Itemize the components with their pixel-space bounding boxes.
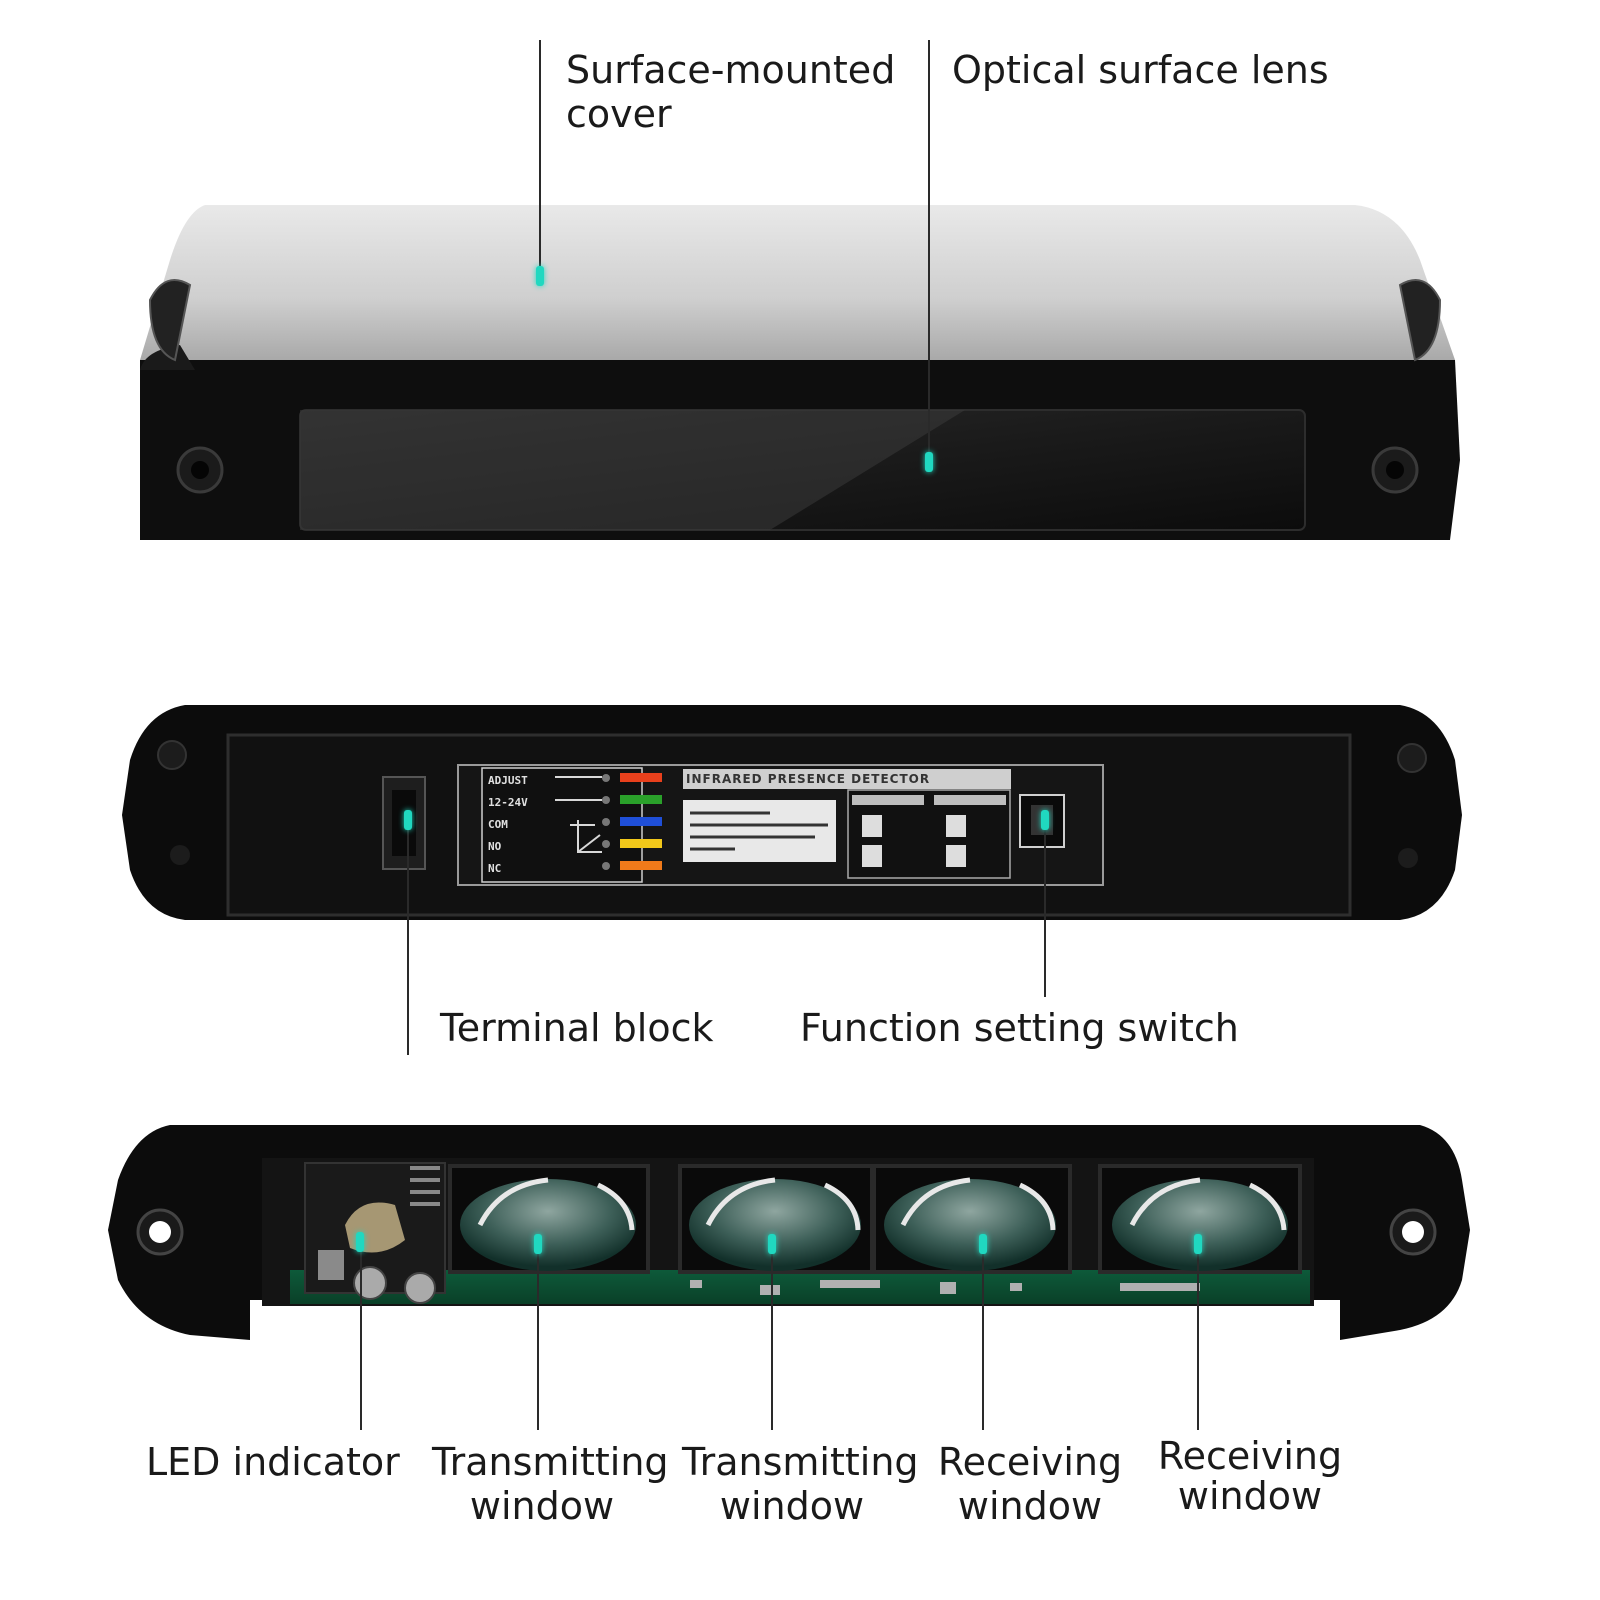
- callout-marker-icon: [404, 810, 412, 830]
- callout-line: Receiving: [1157, 1434, 1343, 1478]
- terminal-label: COM: [488, 818, 508, 831]
- callout-marker-icon: [534, 1234, 542, 1254]
- surface-mounted-cover: [140, 205, 1455, 360]
- leader-line: [771, 1240, 773, 1430]
- callout-transmitting-window-2: Transmitting window: [682, 1440, 919, 1528]
- terminal-label: 12-24V: [488, 796, 528, 809]
- callout-surface-mounted-cover: Surface-mounted cover: [566, 48, 895, 136]
- callout-function-setting-switch: Function setting switch: [800, 1006, 1239, 1050]
- wire-color-swatch: [620, 795, 662, 804]
- callout-marker-icon: [925, 452, 933, 472]
- callout-line: window: [957, 1484, 1103, 1528]
- leader-line: [407, 815, 409, 1055]
- callout-line: cover: [566, 92, 672, 136]
- callout-marker-icon: [979, 1234, 987, 1254]
- callout-receiving-window-1: Receiving window: [930, 1440, 1130, 1528]
- callout-line: window: [469, 1484, 615, 1528]
- leader-line: [539, 40, 541, 280]
- leader-line: [928, 40, 930, 465]
- terminal-label: NC: [488, 862, 502, 875]
- callout-marker-icon: [536, 266, 544, 286]
- terminal-label: ADJUST: [488, 774, 528, 787]
- callout-marker-icon: [768, 1234, 776, 1254]
- callout-line: window: [719, 1484, 865, 1528]
- callout-marker-icon: [1194, 1234, 1202, 1254]
- callout-transmitting-window-1: Transmitting window: [432, 1440, 669, 1528]
- callout-terminal-block: Terminal block: [440, 1006, 714, 1050]
- leader-line: [537, 1240, 539, 1430]
- leader-line: [360, 1240, 362, 1430]
- callout-line: Transmitting: [682, 1440, 919, 1484]
- callout-line: Transmitting: [432, 1440, 669, 1484]
- leader-line: [1197, 1240, 1199, 1430]
- callout-marker-icon: [1041, 810, 1049, 830]
- callout-receiving-window-2: Receiving window: [1150, 1436, 1350, 1516]
- wire-color-swatch: [620, 817, 662, 826]
- wire-color-swatch: [620, 839, 662, 848]
- leader-line: [1044, 815, 1046, 997]
- unit-top: [140, 205, 1460, 540]
- callout-line: Receiving: [937, 1440, 1123, 1484]
- leader-line: [982, 1240, 984, 1430]
- callout-optical-surface-lens: Optical surface lens: [952, 48, 1329, 92]
- wire-color-swatches: [620, 773, 662, 870]
- terminal-label: NO: [488, 840, 502, 853]
- callout-line: Surface-mounted: [566, 48, 896, 92]
- wire-color-swatch: [620, 773, 662, 782]
- unit-bottom: [108, 1125, 1470, 1340]
- wire-color-swatch: [620, 861, 662, 870]
- unit-middle: [122, 705, 1462, 920]
- callout-marker-icon: [356, 1232, 364, 1252]
- sticker-header: INFRARED PRESENCE DETECTOR: [686, 772, 931, 786]
- callout-led-indicator: LED indicator: [146, 1440, 400, 1484]
- callout-line: window: [1177, 1474, 1323, 1518]
- sticker-terminal-list: ADJUST 12-24V COM NO NC: [488, 770, 552, 880]
